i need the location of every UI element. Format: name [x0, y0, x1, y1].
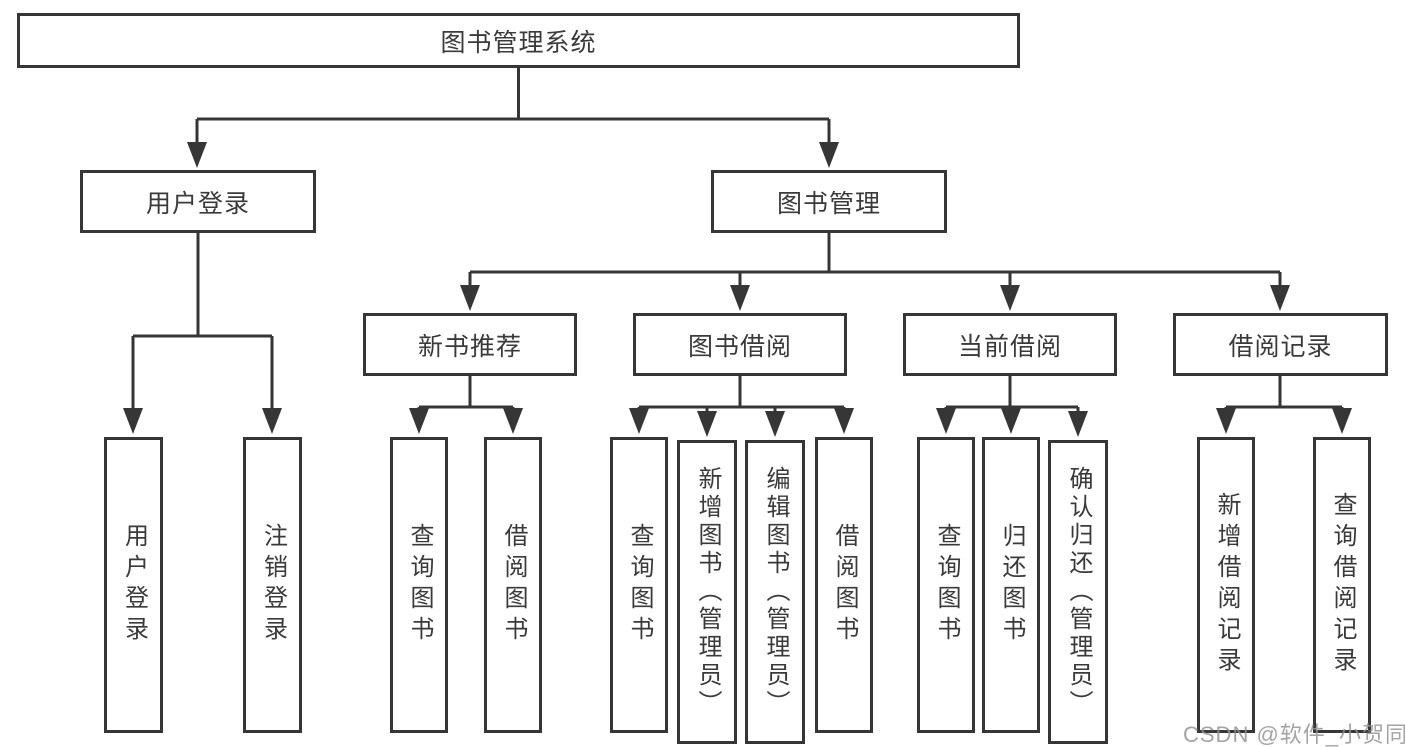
node-book-management: 图书管理: [711, 170, 947, 233]
node-current-borrow: 当前借阅: [903, 313, 1117, 376]
csdn-watermark: CSDN @软件_小贺同学: [1183, 722, 1405, 747]
arrowheads: [123, 119, 1352, 437]
node-book-borrow: 图书借阅: [633, 313, 847, 376]
connector-trunk-paths: [133, 68, 1342, 409]
leaf-logout-login: 注销登录: [243, 437, 302, 733]
leaf-query-book-recommend: 查询图书: [390, 437, 448, 733]
node-user-login: 用户登录: [80, 170, 316, 233]
node-borrow-record: 借阅记录: [1173, 313, 1388, 376]
leaf-confirm-return-admin: 确认归还（管理员）: [1048, 440, 1108, 744]
leaf-add-borrow-record: 新增借阅记录: [1197, 437, 1255, 733]
leaf-return-book: 归还图书: [982, 437, 1040, 733]
node-new-book-recommend: 新书推荐: [363, 313, 577, 376]
leaf-query-book-borrow: 查询图书: [610, 437, 668, 733]
leaf-user-login: 用户登录: [104, 437, 163, 733]
leaf-query-borrow-record: 查询借阅记录: [1313, 437, 1371, 733]
leaf-edit-book-admin: 编辑图书（管理员）: [745, 440, 805, 744]
node-library-system: 图书管理系统: [17, 13, 1020, 68]
leaf-borrow-book: 借阅图书: [815, 437, 873, 733]
leaf-borrow-book-recommend: 借阅图书: [484, 437, 542, 733]
leaf-add-book-admin: 新增图书（管理员）: [677, 440, 737, 744]
leaf-query-book-current: 查询图书: [917, 437, 975, 733]
